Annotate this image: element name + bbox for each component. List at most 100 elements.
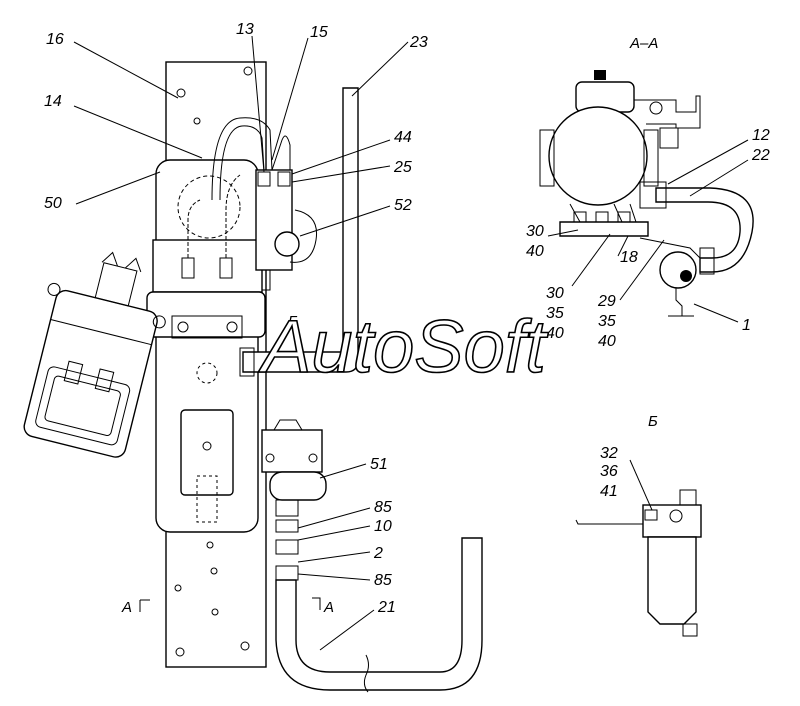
- bracket-hole: [193, 117, 201, 125]
- callout-16: 16: [46, 31, 64, 48]
- b-bowl: [647, 536, 697, 625]
- bracket-hole: [210, 567, 218, 575]
- aa-nut: [617, 211, 631, 223]
- aa-base: [559, 221, 649, 237]
- callout-14: 14: [44, 93, 62, 110]
- filter-bolt: [152, 315, 166, 329]
- callout-25: 25: [393, 159, 412, 176]
- aa-fitting: [649, 101, 663, 115]
- callout-12: 12: [752, 127, 770, 144]
- coupling: [275, 565, 299, 581]
- hidden-slot: [196, 475, 218, 523]
- b-leader: [629, 459, 653, 511]
- callout-29: 29: [597, 293, 616, 310]
- tap-head: [273, 419, 303, 431]
- filter-window: [35, 366, 131, 446]
- callout-40-b: 40: [546, 325, 564, 342]
- coupling: [275, 519, 299, 533]
- aa-legs: [569, 203, 637, 223]
- aa-valve-nut: [699, 247, 715, 275]
- tap-body: [269, 471, 327, 501]
- aa-leader-lines: [547, 139, 749, 323]
- hose-23: [242, 87, 359, 373]
- coupling: [275, 499, 299, 517]
- watermark: AutoSoft: [258, 305, 549, 388]
- callout-51: 51: [370, 456, 388, 473]
- aa-coupling: [639, 181, 667, 209]
- callout-1: 1: [742, 317, 751, 334]
- fuel-filter-left: [23, 251, 166, 458]
- tank-circle: [548, 106, 648, 206]
- callout-85-top: 85: [374, 499, 392, 516]
- section-cut-left: А: [121, 599, 132, 616]
- filter-clip: [94, 368, 115, 393]
- valve-nut: [277, 171, 291, 187]
- callout-44: 44: [394, 129, 412, 146]
- break-line: [363, 654, 369, 693]
- mounting-plate: [180, 409, 234, 496]
- hose-clamp: [239, 347, 255, 377]
- aa-valve: [659, 251, 697, 289]
- bracket-hole: [240, 641, 250, 651]
- b-cap: [679, 489, 697, 506]
- cut-mark-left: [139, 599, 150, 612]
- filter-seam: [50, 319, 152, 346]
- callout-85-bottom: 85: [374, 572, 392, 589]
- aa-fitting: [659, 127, 679, 149]
- view-aa: [539, 70, 754, 323]
- pipe-15: [211, 117, 273, 201]
- callout-35-c: 35: [598, 313, 616, 330]
- callout-15: 15: [310, 24, 328, 41]
- callout-41: 41: [600, 483, 618, 500]
- callout-32: 32: [600, 445, 618, 462]
- clamp-bolt: [177, 321, 189, 333]
- aa-nut: [595, 211, 609, 223]
- callout-21: 21: [377, 599, 396, 616]
- bracket-hole: [176, 88, 186, 98]
- callout-30-b: 30: [546, 285, 564, 302]
- hidden-flange: [177, 175, 241, 239]
- tube-21: [275, 537, 483, 691]
- callout-35-b: 35: [546, 305, 564, 322]
- aa-bracket-18: [639, 237, 701, 259]
- callout-30-a: 30: [526, 223, 544, 240]
- bracket-hole: [243, 66, 253, 76]
- tank-band-right: [643, 129, 659, 187]
- hidden-hole: [196, 362, 218, 384]
- filter-fitting: [101, 251, 142, 273]
- callout-36: 36: [600, 463, 618, 480]
- callout-50: 50: [44, 195, 62, 212]
- callout-2: 2: [373, 545, 383, 562]
- aa-nut: [573, 211, 587, 223]
- tank-cap: [594, 70, 606, 80]
- valve-stem: [261, 270, 271, 291]
- b-bracket: [575, 519, 650, 525]
- filter-bowl: [23, 289, 158, 458]
- callout-13: 13: [236, 21, 254, 38]
- hidden-tube: [187, 174, 241, 258]
- view-b-title: Б: [648, 413, 658, 430]
- tap-block: [261, 429, 323, 473]
- view-b-marker: Б: [288, 313, 298, 330]
- mounting-hole: [202, 441, 212, 451]
- tap-bolt: [308, 453, 318, 463]
- b-labels: Б 32 36 41: [600, 413, 658, 500]
- main-assembly: [23, 35, 483, 693]
- b-drain: [682, 623, 698, 637]
- filter-head: [94, 262, 138, 307]
- section-cut-right: А: [323, 599, 334, 616]
- aa-labels: А–А 12 22 30 40 18 30 35 40 29 35 40 1: [526, 35, 770, 350]
- callout-23: 23: [409, 34, 428, 51]
- b-bolt: [644, 509, 658, 521]
- callout-10: 10: [374, 518, 392, 535]
- valve-cover: [289, 209, 318, 263]
- bracket-hole: [206, 541, 214, 549]
- aa-pipe-top: [634, 95, 701, 129]
- callout-52: 52: [394, 197, 412, 214]
- callout-40-a: 40: [526, 243, 544, 260]
- aa-valve-knob: [680, 270, 692, 282]
- filter-window-inner: [44, 375, 121, 437]
- filter-clip: [63, 360, 84, 385]
- b-plug: [669, 509, 683, 523]
